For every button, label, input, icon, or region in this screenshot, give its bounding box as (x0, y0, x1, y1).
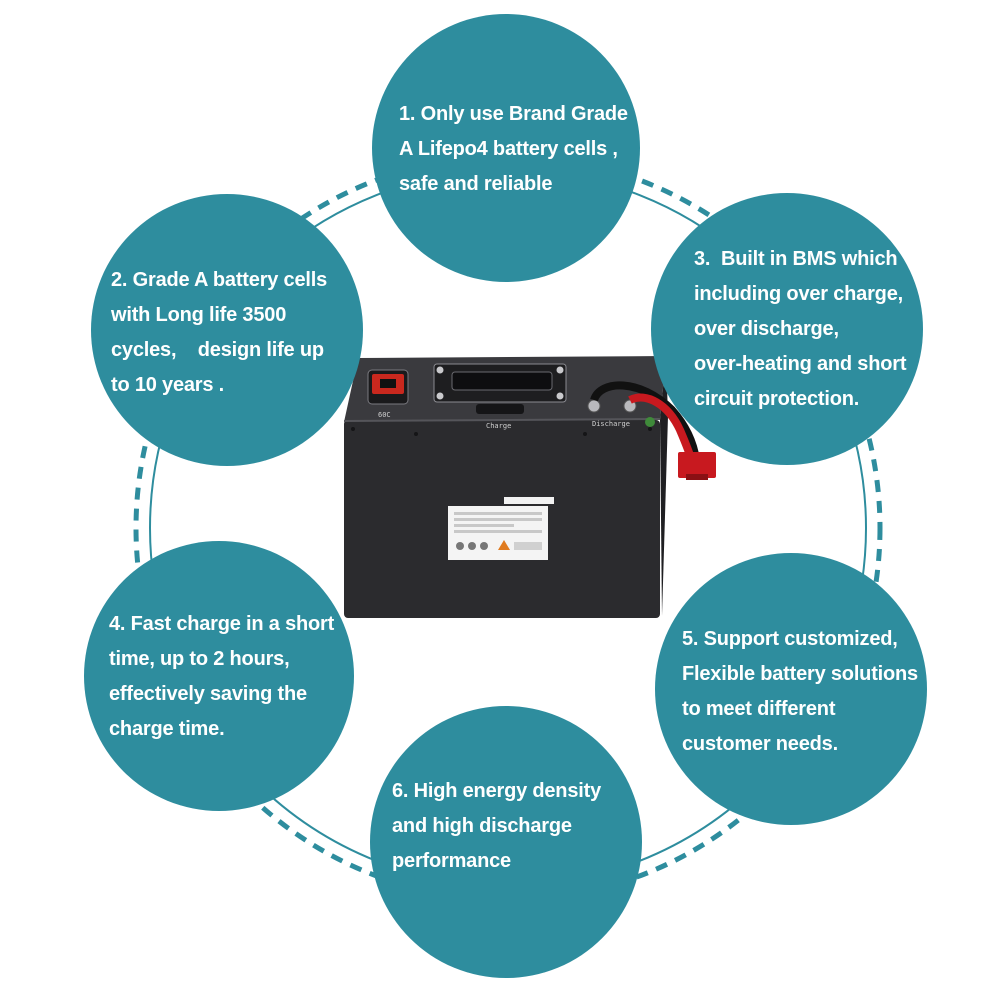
feature-line: cycles, design life up (111, 339, 324, 361)
feature-bubble-cells: 1. Only use Brand Grade A Lifepo4 batter… (372, 14, 640, 282)
feature-line: to 10 years . (111, 374, 225, 396)
feature-bubble-life: 2. Grade A battery cells with Long life … (91, 194, 363, 466)
battery-display-panel (367, 369, 409, 405)
charge-port-label: Charge (486, 422, 511, 430)
battery-cable (590, 381, 716, 480)
feature-text-bms: 3. Built in BMS which including over cha… (651, 242, 906, 417)
feature-line: performance (392, 849, 511, 872)
feature-line: including over charge, (694, 282, 903, 305)
feature-line: charge time. (109, 718, 225, 740)
battery-display-label: 60C (378, 411, 391, 419)
feature-line: time, up to 2 hours, (109, 648, 290, 670)
feature-text-customized: 5. Support customized, Flexible battery … (655, 616, 918, 762)
feature-line: to meet different (682, 698, 836, 720)
feature-line: 4. Fast charge in a short (109, 613, 335, 635)
feature-line: with Long life 3500 (111, 304, 287, 326)
feature-line: over-heating and short (694, 352, 907, 375)
battery-spec-sticker (448, 497, 554, 560)
feature-text-cells: 1. Only use Brand Grade A Lifepo4 batter… (372, 95, 628, 202)
feature-line: Flexible battery solutions (682, 663, 918, 685)
feature-text-life: 2. Grade A battery cells with Long life … (91, 257, 327, 403)
feature-line: 2. Grade A battery cells (111, 269, 328, 291)
feature-text-fast-charge: 4. Fast charge in a short time, up to 2 … (84, 605, 334, 747)
battery-pack: 60C Charge Discharge (343, 356, 716, 618)
feature-line: 5. Support customized, (682, 628, 898, 650)
feature-bubble-energy-density: 6. High energy density and high discharg… (370, 706, 642, 978)
feature-bubble-customized: 5. Support customized, Flexible battery … (655, 553, 927, 825)
discharge-port-label: Discharge (592, 420, 630, 428)
battery-handle (433, 363, 567, 414)
feature-line: A Lifepo4 battery cells , (399, 137, 618, 160)
feature-line: customer needs. (682, 733, 838, 755)
feature-line: 3. Built in BMS which (694, 247, 898, 270)
feature-line: safe and reliable (399, 172, 553, 195)
feature-line: over discharge, (694, 317, 839, 340)
feature-line: 6. High energy density (392, 779, 601, 802)
feature-bubble-bms: 3. Built in BMS which including over cha… (651, 193, 923, 465)
feature-line: circuit protection. (694, 387, 860, 410)
feature-bubble-fast-charge: 4. Fast charge in a short time, up to 2 … (84, 541, 354, 811)
feature-line: and high discharge (392, 814, 572, 837)
feature-text-energy-density: 6. High energy density and high discharg… (370, 774, 601, 879)
feature-line: effectively saving the (109, 683, 307, 705)
feature-line: 1. Only use Brand Grade (399, 102, 628, 125)
